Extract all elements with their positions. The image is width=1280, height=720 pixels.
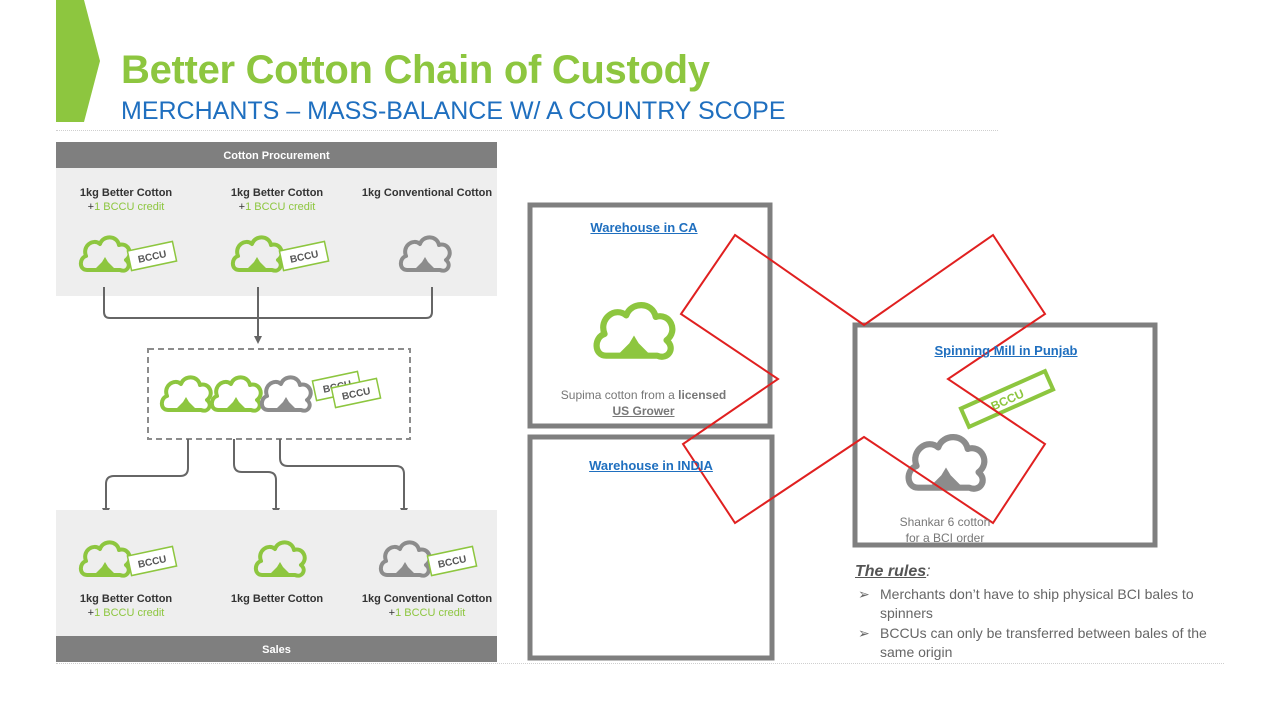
warehouse-ca-caption: Supima cotton from a licensed US Grower bbox=[536, 387, 751, 419]
split-connector-2 bbox=[233, 439, 280, 516]
svg-text:+1 BCCU credit: +1 BCCU credit bbox=[239, 201, 316, 213]
rule-text: BCCUs can only be transferred between ba… bbox=[880, 625, 1207, 660]
bottom-item-2-label: 1kg Better Cotton bbox=[231, 593, 324, 605]
bccu-badge: BCCU bbox=[330, 377, 382, 409]
green-cotton-icon bbox=[159, 375, 213, 413]
svg-text:+1 BCCU credit: +1 BCCU credit bbox=[88, 201, 165, 213]
sales-header-band bbox=[56, 636, 497, 662]
top-item-2-credit: 1 BCCU credit bbox=[245, 201, 315, 213]
warehouse-ca-title[interactable]: Warehouse in CA bbox=[590, 220, 698, 235]
top-item-2-label: 1kg Better Cotton bbox=[231, 187, 324, 199]
procurement-header-band bbox=[56, 142, 497, 168]
gray-cotton-icon bbox=[259, 375, 313, 413]
rules-heading-text: The rules bbox=[855, 563, 927, 580]
svg-text:+1 BCCU credit: +1 BCCU credit bbox=[389, 607, 466, 619]
spinning-mill-title[interactable]: Spinning Mill in Punjab bbox=[934, 343, 1078, 358]
merge-connector bbox=[103, 287, 433, 319]
header-divider bbox=[56, 130, 998, 131]
caption-licensed: licensed bbox=[678, 388, 727, 402]
page-title: Better Cotton Chain of Custody bbox=[121, 48, 710, 92]
bottom-item-3-label: 1kg Conventional Cotton bbox=[362, 593, 492, 605]
procurement-area bbox=[56, 168, 497, 296]
caption-text: Supima cotton from a bbox=[560, 388, 679, 402]
caption-line-1: Shankar 6 cotton bbox=[899, 515, 991, 529]
bccu-badge: BCCU bbox=[126, 545, 178, 577]
bottom-item-1-label: 1kg Better Cotton bbox=[80, 593, 173, 605]
warehouse-india-title[interactable]: Warehouse in INDIA bbox=[589, 458, 713, 473]
footer-divider bbox=[56, 663, 1224, 664]
rule-item-1: ➢ Merchants don’t have to ship physical … bbox=[858, 585, 1218, 623]
page-subtitle: MERCHANTS – MASS-BALANCE W/ A COUNTRY SC… bbox=[121, 97, 786, 125]
bccu-badge: BCCU bbox=[126, 240, 178, 272]
bottom-item-1-plus: + bbox=[88, 607, 94, 619]
bottom-item-3-credit: 1 BCCU credit bbox=[395, 607, 465, 619]
green-cotton-icon bbox=[209, 375, 263, 413]
arrow-bullet-icon: ➢ bbox=[858, 625, 870, 641]
top-item-2-plus: + bbox=[239, 201, 245, 213]
bottom-item-3-plus: + bbox=[389, 607, 395, 619]
bottom-item-1-credit: 1 BCCU credit bbox=[94, 607, 164, 619]
caption-line-2: for a BCI order bbox=[905, 531, 985, 545]
us-grower-link[interactable]: US Grower bbox=[612, 404, 675, 418]
split-connector-1 bbox=[102, 439, 189, 516]
header-accent-chevron bbox=[56, 0, 100, 122]
rules-heading: The rules: bbox=[855, 563, 931, 581]
spinning-mill-caption: Shankar 6 cotton for a BCI order bbox=[870, 514, 1020, 546]
top-item-3-label: 1kg Conventional Cotton bbox=[362, 187, 492, 199]
rule-text: Merchants don’t have to ship physical BC… bbox=[880, 586, 1194, 621]
bccu-badge: BCCU bbox=[278, 240, 330, 272]
top-item-1-plus: + bbox=[88, 201, 94, 213]
rules-heading-colon: : bbox=[926, 563, 931, 580]
svg-text:+1 BCCU credit: +1 BCCU credit bbox=[88, 607, 165, 619]
arrow-bullet-icon: ➢ bbox=[858, 586, 870, 602]
split-connector-3 bbox=[279, 439, 408, 516]
top-item-1-credit: 1 BCCU credit bbox=[94, 201, 164, 213]
cross-out-mark bbox=[679, 233, 1047, 525]
procurement-header-label: Cotton Procurement bbox=[223, 150, 330, 162]
warehouse-india-panel bbox=[527, 434, 775, 661]
top-item-1-label: 1kg Better Cotton bbox=[80, 187, 173, 199]
spinning-mill-panel bbox=[852, 322, 1158, 548]
bccu-badge: BCCU bbox=[426, 545, 478, 577]
sales-header-label: Sales bbox=[262, 644, 291, 656]
rule-item-2: ➢ BCCUs can only be transferred between … bbox=[858, 624, 1218, 662]
